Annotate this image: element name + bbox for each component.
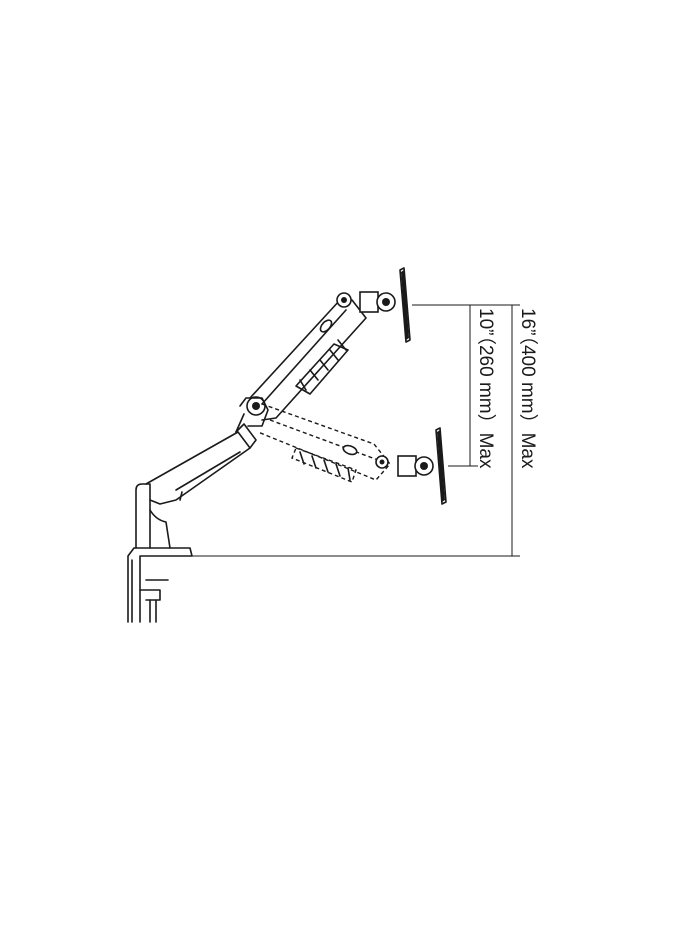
vesa-plate-lowered (435, 427, 447, 505)
mount-post (135, 483, 171, 549)
upper-arm-lowered (257, 403, 391, 483)
lower-arm (145, 423, 257, 505)
tilt-joint-raised (336, 291, 396, 313)
max-height-label: 16”（400 mm）Max (517, 308, 539, 469)
desk-clamp (127, 547, 193, 623)
dimension-lines (192, 304, 520, 557)
min-height-label: 10”（260 mm）Max (475, 308, 497, 469)
vesa-plate-raised (399, 267, 411, 343)
elbow-joint (235, 396, 269, 433)
upper-arm-raised (249, 299, 367, 421)
tilt-joint-lowered (375, 455, 434, 477)
